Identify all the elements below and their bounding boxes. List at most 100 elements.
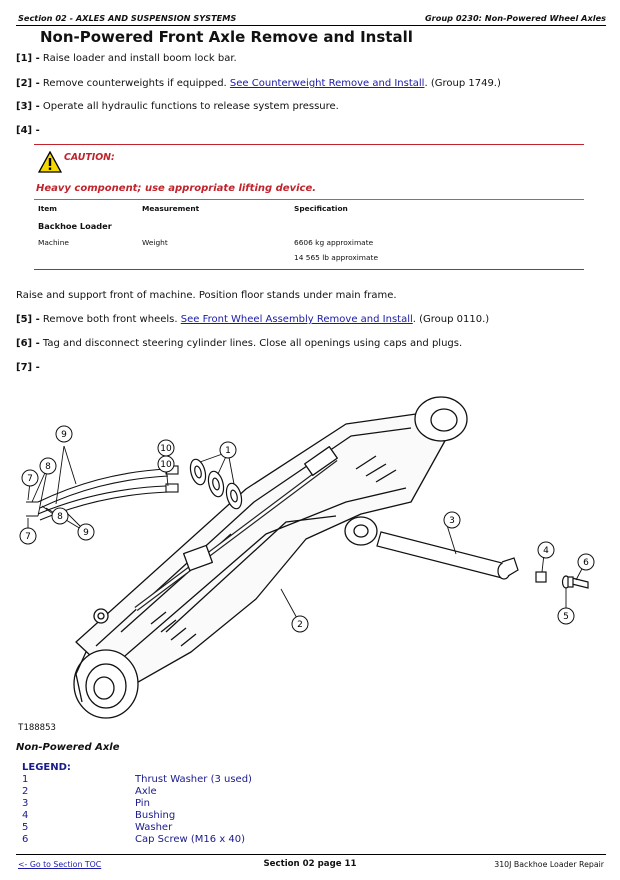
callout-circle: 8	[51, 507, 69, 525]
manual-title: 310J Backhoe Loader Repair	[494, 860, 604, 869]
legend-label: Pin	[135, 798, 150, 809]
pivot-pin	[376, 531, 519, 580]
step-number: [1] -	[16, 53, 40, 64]
step-number: [7] -	[16, 362, 40, 373]
callout-number: 2	[297, 620, 303, 630]
callout-circle: 4	[537, 541, 555, 559]
step-text: Tag and disconnect steering cylinder lin…	[42, 338, 463, 349]
step-5: [5] - Remove both front wheels. See Fron…	[16, 314, 489, 325]
callout-number: 4	[543, 546, 549, 556]
legend-number: 3	[22, 798, 29, 809]
spec-value-imperial: 14 565 lb approximate	[294, 253, 378, 262]
section-toc-link[interactable]: <- Go to Section TOC	[18, 860, 102, 869]
spec-group-name: Backhoe Loader	[38, 221, 112, 231]
spec-rule	[34, 199, 584, 200]
section-title: Section 02 - AXLES AND SUSPENSION SYSTEM…	[18, 13, 237, 23]
callout-circle: 5	[557, 607, 575, 625]
step-suffix: . (Group 0110.)	[412, 314, 490, 325]
caution-message: Heavy component; use appropriate lifting…	[36, 183, 317, 194]
step-suffix: . (Group 1749.)	[424, 78, 501, 89]
legend-item: 5 Washer	[22, 822, 172, 833]
callout-number: 7	[27, 474, 33, 484]
spec-header-specification: Specification	[294, 204, 348, 213]
figure-caption: Non-Powered Axle	[16, 742, 120, 753]
legend-number: 1	[22, 774, 29, 785]
group-title: Group 0230: Non-Powered Wheel Axles	[424, 13, 606, 23]
figure-id: T188853	[18, 723, 56, 733]
callout-circle: 8	[39, 457, 57, 475]
callout-circle: 2	[291, 615, 309, 633]
callout-number: 10	[160, 460, 172, 470]
callout-circle: 9	[55, 425, 73, 443]
page-title: Non-Powered Front Axle Remove and Instal…	[40, 28, 413, 46]
step-number: [4] -	[16, 125, 40, 136]
legend-item: 1 Thrust Washer (3 used)	[22, 774, 252, 785]
callout-circle: 7	[19, 527, 37, 545]
step-text: Remove counterweights if equipped.	[42, 78, 227, 89]
callout-circle: 6	[577, 553, 595, 571]
legend-number: 5	[22, 822, 29, 833]
spec-item: Machine	[38, 238, 69, 247]
step-6: [6] - Tag and disconnect steering cylind…	[16, 338, 462, 349]
step-1: [1] - Raise loader and install boom lock…	[16, 53, 237, 64]
step-number: [2] -	[16, 78, 40, 89]
legend-label: Cap Screw (M16 x 40)	[135, 834, 246, 845]
legend-title: LEGEND:	[22, 762, 71, 773]
callout-number: 1	[225, 446, 231, 456]
page-number: Section 02 page 11	[263, 859, 357, 869]
caution-label: CAUTION:	[64, 152, 115, 163]
legend-item: 4 Bushing	[22, 810, 175, 821]
callout-circle: 7	[21, 469, 39, 487]
counterweight-link[interactable]: See Counterweight Remove and Install	[229, 78, 425, 89]
callout-number: 5	[563, 612, 569, 622]
callout-circle: 1	[219, 441, 237, 459]
step-text: Operate all hydraulic functions to relea…	[42, 101, 339, 112]
legend-label: Bushing	[135, 810, 176, 821]
front-wheel-link[interactable]: See Front Wheel Assembly Remove and Inst…	[180, 314, 413, 325]
legend-number: 6	[22, 834, 29, 845]
support-paragraph: Raise and support front of machine. Posi…	[16, 290, 397, 301]
callout-circle: 9	[77, 523, 95, 541]
legend-item: 6 Cap Screw (M16 x 40)	[22, 834, 245, 845]
thrust-washers	[189, 458, 243, 510]
callout-number: 8	[45, 462, 51, 472]
caution-block: CAUTION: Heavy component; use appropriat…	[34, 144, 584, 270]
footer-rule	[16, 854, 606, 855]
step-4: [4] -	[16, 125, 40, 136]
legend-number: 4	[22, 810, 29, 821]
step-number: [5] -	[16, 314, 40, 325]
axle-drawing	[73, 396, 468, 719]
axle-exploded-diagram: 9 8 7 8 7 9 10 10	[19, 396, 595, 719]
spec-value-metric: 6606 kg approximate	[294, 238, 374, 247]
step-text: Remove both front wheels.	[42, 314, 178, 325]
bushing-washer-screw	[535, 571, 589, 589]
callout-number: 9	[61, 430, 67, 440]
legend-item: 3 Pin	[22, 798, 150, 809]
callout-circle: 10	[157, 455, 175, 473]
warning-triangle-icon	[38, 151, 62, 173]
callout-number: 9	[83, 528, 89, 538]
step-number: [3] -	[16, 101, 40, 112]
header-rule	[16, 25, 606, 26]
step-3: [3] - Operate all hydraulic functions to…	[16, 101, 339, 112]
spec-header-item: Item	[38, 204, 57, 213]
legend-label: Thrust Washer (3 used)	[135, 774, 252, 785]
step-7: [7] -	[16, 362, 40, 373]
callout-number: 10	[160, 444, 172, 454]
callout-number: 8	[57, 512, 63, 522]
callouts: 9 8 7 8 7 9 10 10	[19, 425, 595, 633]
callout-number: 7	[25, 532, 31, 542]
step-text: Raise loader and install boom lock bar.	[42, 53, 237, 64]
callout-number: 6	[583, 558, 589, 568]
callout-number: 3	[449, 516, 455, 526]
legend-item: 2 Axle	[22, 786, 157, 797]
spec-header-measurement: Measurement	[142, 204, 200, 213]
legend-number: 2	[22, 786, 29, 797]
legend-label: Axle	[135, 786, 157, 797]
callout-circle: 3	[443, 511, 461, 529]
step-number: [6] -	[16, 338, 40, 349]
step-2: [2] - Remove counterweights if equipped.…	[16, 78, 501, 89]
spec-measurement: Weight	[142, 238, 168, 247]
legend-label: Washer	[135, 822, 173, 833]
callout-circle: 10	[157, 439, 175, 457]
